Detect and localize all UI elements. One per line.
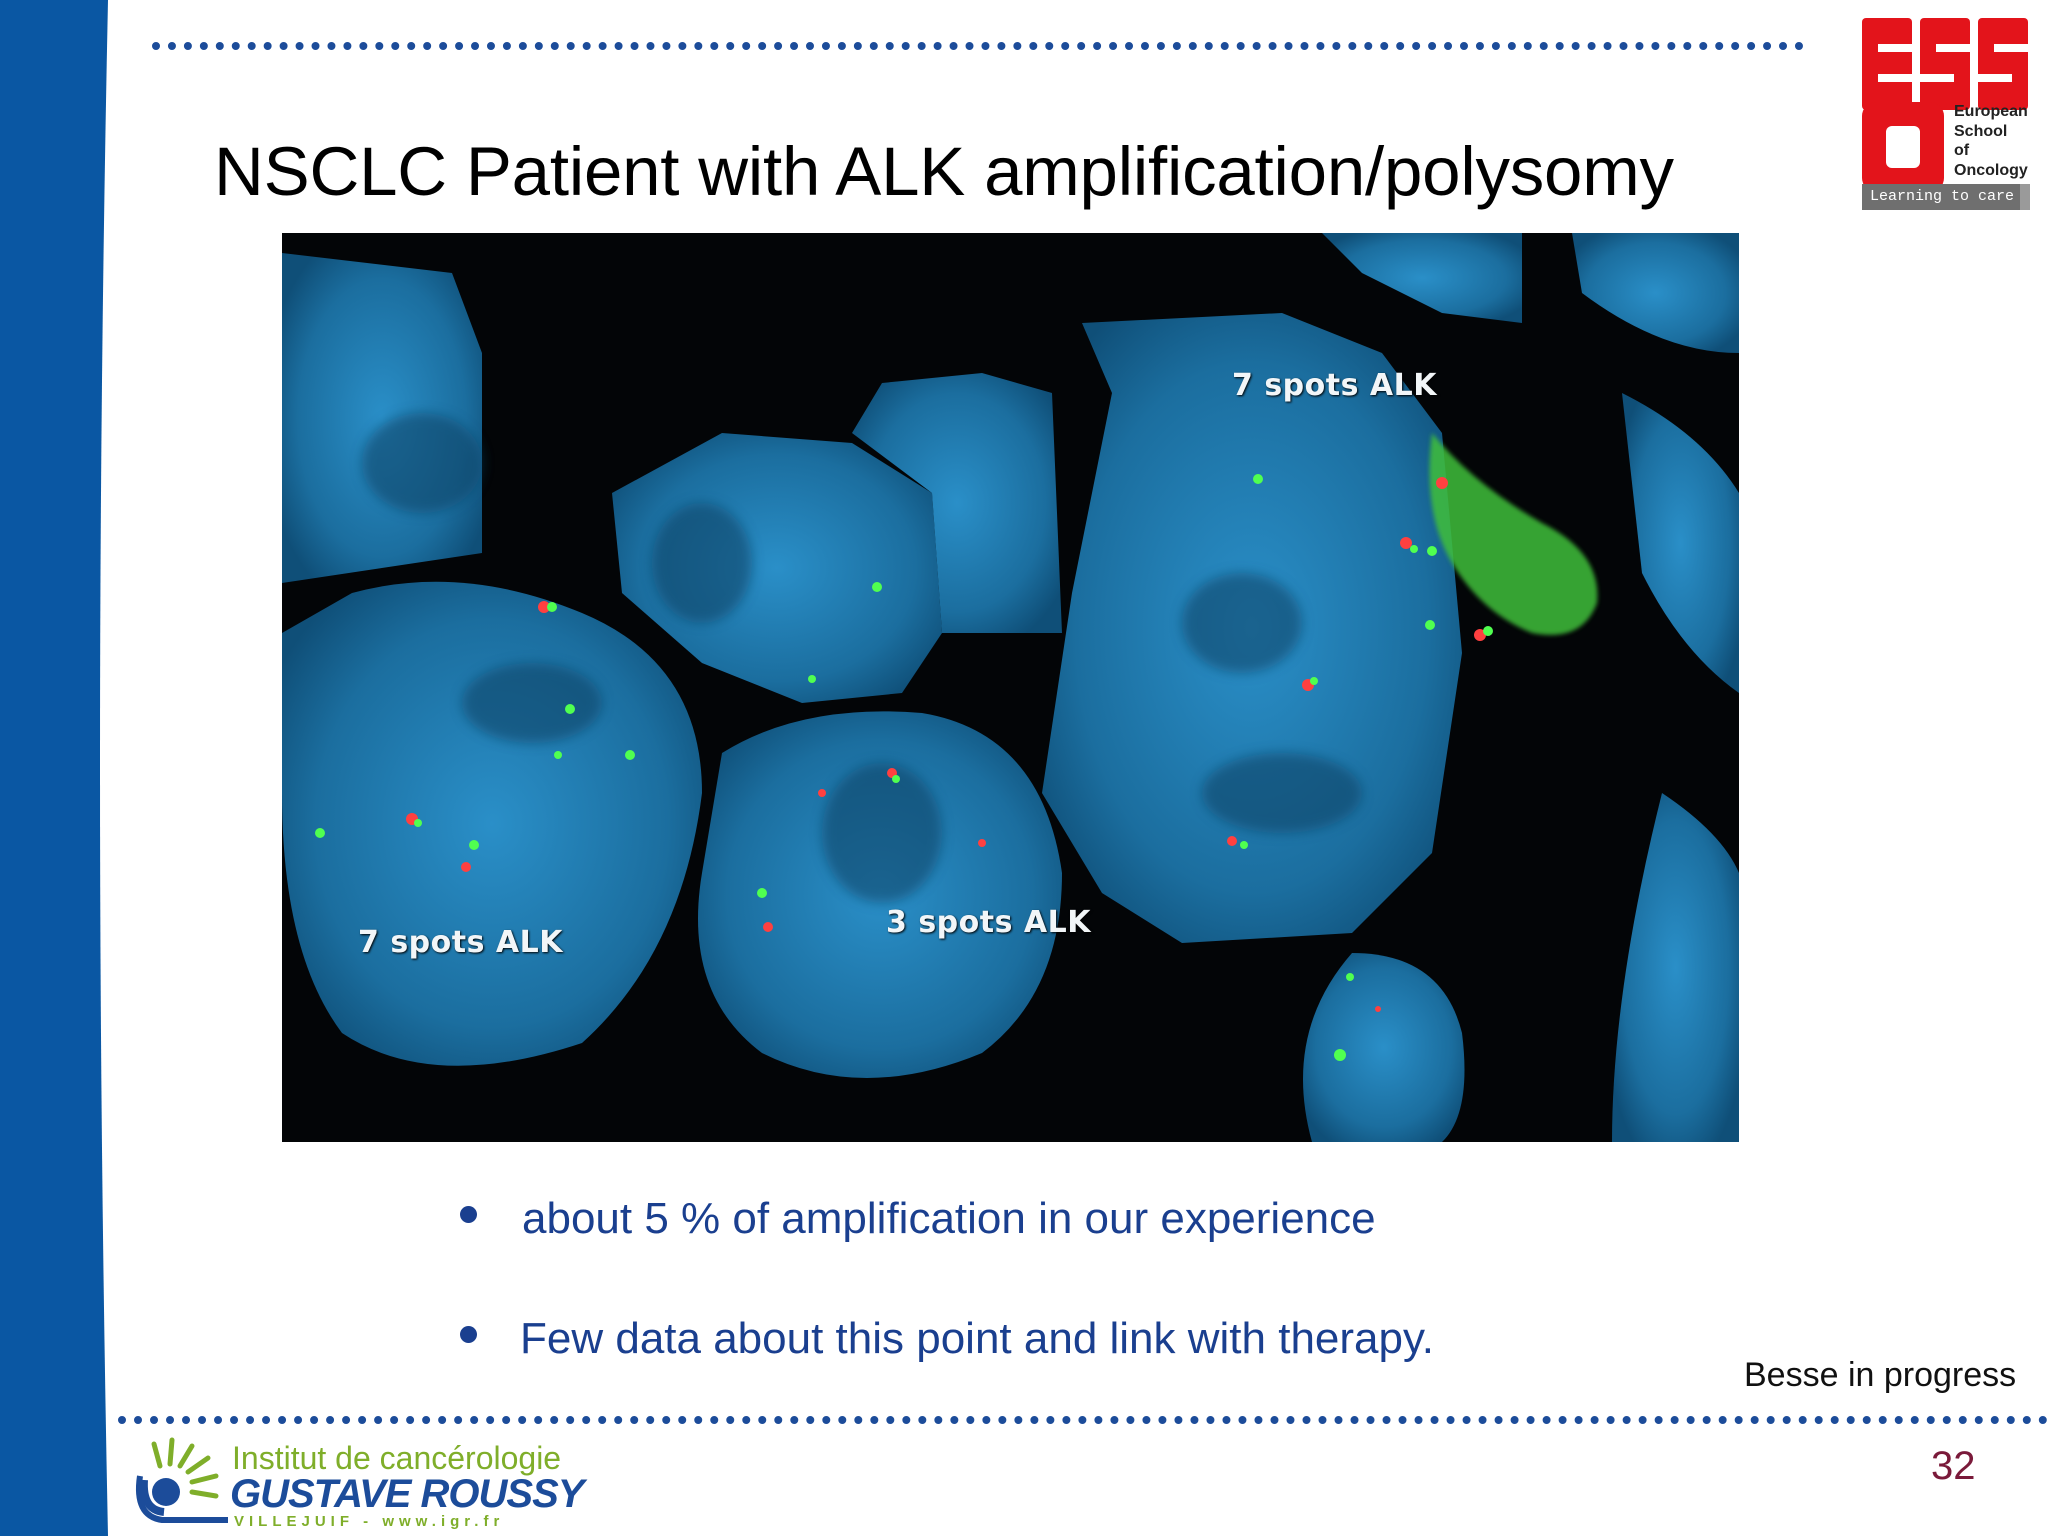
institute-name-line1: Institut de cancérologie	[232, 1440, 562, 1476]
spot-label-center: 3 spots ALK	[886, 905, 1091, 940]
bottom-dotted-rule	[118, 1416, 2048, 1424]
source-note: Besse in progress	[1744, 1356, 2017, 1394]
institute-logo-mark	[136, 1437, 228, 1523]
left-accent-band	[0, 0, 108, 1536]
institute-name-line3: VILLEJUIF - www.igr.fr	[234, 1513, 505, 1530]
eso-logo-text: European School of Oncology	[1954, 103, 2028, 179]
institute-name-line2: GUSTAVE ROUSSY	[230, 1472, 584, 1516]
bullet-marker	[460, 1206, 477, 1223]
bullet-text-2: Few data about this point and link with …	[520, 1314, 1434, 1363]
slide-title: NSCLC Patient with ALK amplification/pol…	[214, 133, 1674, 210]
fish-micrograph: 7 spots ALK 7 spots ALK 3 spots ALK	[282, 233, 1739, 1142]
top-dotted-rule	[152, 42, 1804, 50]
eso-tagline: Learning to care	[1862, 184, 2030, 210]
spot-label-bottom-left: 7 spots ALK	[358, 925, 563, 960]
page-number: 32	[1931, 1444, 1976, 1488]
bullet-marker	[460, 1326, 477, 1343]
spot-label-top-right: 7 spots ALK	[1232, 368, 1437, 403]
bullet-text-1: about 5 % of amplification in our experi…	[522, 1194, 1376, 1243]
eso-logo	[1862, 18, 2028, 192]
